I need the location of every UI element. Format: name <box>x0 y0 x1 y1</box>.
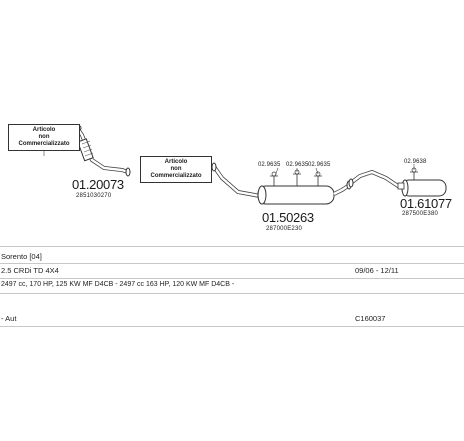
callout-line: non <box>38 134 50 140</box>
hanger-label: 02.9635 <box>286 162 309 168</box>
callout-line: Articolo <box>32 127 56 133</box>
not-available-callout: Articolo non Commercializzato <box>140 156 212 183</box>
centre-silencer-oem-number: 287000E230 <box>266 226 303 232</box>
leader-lines <box>43 147 415 177</box>
kit-code: C160037 <box>355 314 386 323</box>
table-divider <box>0 326 464 327</box>
vehicle-model: Sorento [04] <box>1 252 42 261</box>
callout-line: Commercializzato <box>18 141 70 147</box>
centre-silencer-drawing <box>211 162 352 205</box>
hanger-label: 02.9635 <box>308 162 331 168</box>
vehicle-specs: 2497 cc, 170 HP, 125 KW MF D4CB - 2497 c… <box>1 281 235 288</box>
front-pipe-oem-number: 2851030270 <box>76 193 112 199</box>
not-available-callout: Articolo non Commercializzato <box>8 124 80 151</box>
table-divider <box>0 293 464 294</box>
callout-line: Articolo <box>164 159 188 165</box>
table-divider <box>0 246 464 247</box>
rear-silencer-oem-number: 287500E380 <box>402 211 439 217</box>
vehicle-years: 09/06 - 12/11 <box>355 266 399 275</box>
vehicle-transmission: - Aut <box>1 314 17 323</box>
front-pipe-drawing <box>72 124 131 177</box>
hanger-label: 02.9635 <box>258 162 281 168</box>
vehicle-engine: 2.5 CRDi TD 4X4 <box>1 266 59 275</box>
rear-silencer-drawing <box>348 167 447 197</box>
callout-line: non <box>170 166 182 172</box>
table-divider <box>0 278 464 279</box>
rear-silencer-part-number: 01.61077 <box>400 196 452 211</box>
hanger-label: 02.9638 <box>404 159 427 165</box>
callout-line: Commercializzato <box>150 173 202 179</box>
table-divider <box>0 263 464 264</box>
front-pipe-part-number: 01.20073 <box>72 177 124 192</box>
centre-silencer-part-number: 01.50263 <box>262 210 314 225</box>
